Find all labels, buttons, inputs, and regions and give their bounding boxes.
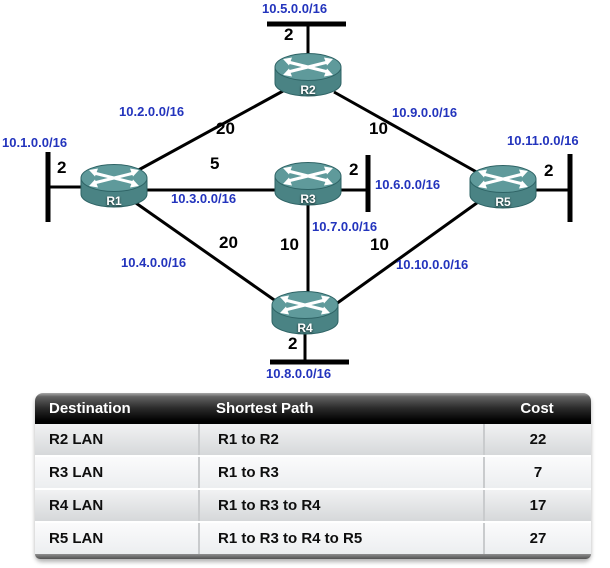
cell-destination: R5 LAN: [49, 530, 104, 547]
header-shortest-path: Shortest Path: [216, 400, 314, 417]
router-r3: R3: [274, 161, 342, 207]
link-r1-r4-network-label: 10.4.0.0/16: [121, 255, 187, 270]
router-r4: R4: [271, 290, 339, 336]
link-r1-r2-cost-label: 20: [216, 119, 235, 138]
lan-r1-cost-label: 2: [57, 158, 67, 177]
link-r2-r5-line: [333, 90, 490, 181]
table-row: R4 LAN R1 to R3 to R4 17: [35, 488, 591, 521]
network-topology-diagram: R1 R2: [2, 1, 579, 381]
cell-path: R1 to R3: [198, 457, 483, 488]
cell-destination: R2 LAN: [49, 431, 104, 448]
router-r5: R5: [469, 164, 537, 210]
router-icon: [274, 162, 342, 206]
link-r3-r4-cost-label: 10: [280, 235, 299, 254]
cell-cost: 22: [483, 424, 591, 455]
lan-r3-cost-label: 2: [349, 160, 359, 179]
shortest-path-table: Destination Shortest Path Cost R2 LAN R1…: [35, 393, 591, 559]
lan-r2-cost-label: 2: [284, 25, 294, 44]
lan-segment-bars: [45, 21, 573, 365]
link-lines: [48, 24, 570, 362]
lan-r2-network-label: 10.5.0.0/16: [262, 1, 328, 16]
lan-r5-network-label: 10.11.0.0/16: [507, 133, 579, 148]
lan-r5-cost-label: 2: [544, 161, 554, 180]
cell-path: R1 to R2: [198, 424, 483, 455]
router-icon: [274, 53, 342, 97]
router-icon: [80, 164, 148, 208]
router-icon: [469, 165, 537, 209]
link-r2-r5-network-label: 10.9.0.0/16: [392, 105, 458, 120]
topology-lines: [45, 21, 573, 365]
router-r5-label: R5: [495, 195, 511, 209]
router-icon: [271, 291, 339, 335]
link-r1-r2-network-label: 10.2.0.0/16: [119, 104, 185, 119]
table-header-row: Destination Shortest Path Cost: [35, 393, 591, 424]
router-r3-label: R3: [300, 192, 316, 206]
table-bottom-bar: [35, 554, 591, 559]
lan-r1-network-label: 10.1.0.0/16: [2, 135, 68, 150]
cell-cost: 7: [483, 457, 591, 488]
cell-path: R1 to R3 to R4: [198, 490, 483, 521]
header-destination: Destination: [49, 400, 131, 417]
lan-r3-network-label: 10.6.0.0/16: [375, 177, 441, 192]
link-r3-r4-network-label: 10.7.0.0/16: [312, 219, 378, 234]
link-r1-r4-line: [132, 199, 281, 306]
router-r1-label: R1: [106, 194, 122, 208]
router-r2: R2: [274, 52, 342, 98]
link-r1-r4-cost-label: 20: [219, 233, 238, 252]
router-r1: R1: [80, 163, 148, 209]
router-r2-label: R2: [300, 83, 316, 97]
header-cost: Cost: [520, 400, 554, 417]
table-row: R2 LAN R1 to R2 22: [35, 424, 591, 455]
link-r1-r3-cost-label: 5: [210, 154, 220, 173]
cell-path: R1 to R3 to R4 to R5: [198, 523, 483, 554]
table-row: R5 LAN R1 to R3 to R4 to R5 27: [35, 521, 591, 554]
link-r1-r3-network-label: 10.3.0.0/16: [171, 191, 237, 206]
link-r2-r5-cost-label: 10: [369, 119, 388, 138]
link-r1-r2-line: [132, 89, 284, 175]
cell-destination: R3 LAN: [49, 464, 104, 481]
cell-destination: R4 LAN: [49, 497, 104, 514]
lan-r4-network-label: 10.8.0.0/16: [266, 366, 332, 381]
link-r4-r5-cost-label: 10: [370, 235, 389, 254]
router-r4-label: R4: [297, 321, 313, 335]
cell-cost: 27: [483, 523, 591, 554]
link-r4-r5-line: [335, 198, 482, 306]
table-row: R3 LAN R1 to R3 7: [35, 455, 591, 488]
cell-cost: 17: [483, 490, 591, 521]
link-r4-r5-network-label: 10.10.0.0/16: [396, 257, 469, 272]
lan-r4-cost-label: 2: [288, 334, 298, 353]
